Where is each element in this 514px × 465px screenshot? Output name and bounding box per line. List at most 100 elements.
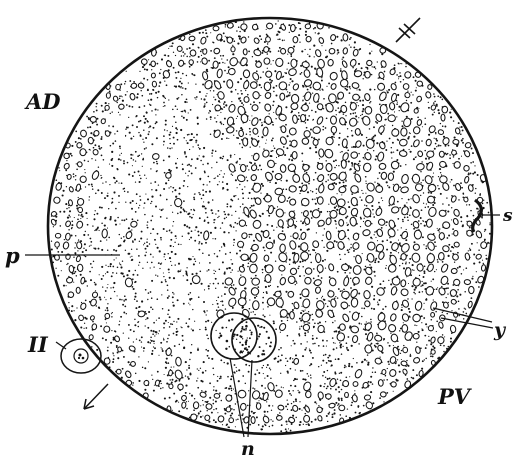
stipple-dot bbox=[136, 96, 139, 99]
stipple-dot bbox=[189, 282, 193, 285]
stipple-dot bbox=[277, 30, 280, 33]
yolk-granule bbox=[288, 416, 296, 424]
stipple-dot bbox=[163, 275, 165, 278]
stipple-dot bbox=[124, 305, 127, 308]
stipple-dot bbox=[189, 258, 192, 261]
stipple-dot bbox=[434, 131, 437, 134]
yolk-granule bbox=[416, 163, 425, 171]
stipple-dot bbox=[235, 230, 237, 232]
yolk-granule bbox=[150, 72, 156, 79]
yolk-granule bbox=[427, 263, 434, 272]
stipple-dot bbox=[370, 236, 373, 239]
yolk-granule bbox=[388, 324, 397, 333]
stipple-dot bbox=[334, 342, 336, 344]
stipple-dot bbox=[450, 108, 452, 110]
stipple-dot bbox=[446, 197, 448, 199]
stipple-dot bbox=[430, 191, 433, 194]
stipple-dot bbox=[413, 135, 416, 138]
stipple-dot bbox=[163, 339, 165, 341]
stipple-dot bbox=[172, 225, 174, 227]
yolk-granule bbox=[400, 360, 408, 367]
yolk-granule bbox=[304, 91, 312, 102]
stipple-dot bbox=[426, 344, 428, 346]
yolk-granule bbox=[413, 357, 421, 364]
yolk-granule bbox=[266, 22, 274, 30]
stipple-dot bbox=[237, 198, 240, 200]
stipple-dot bbox=[213, 219, 215, 221]
stipple-dot bbox=[337, 403, 340, 405]
stipple-dot bbox=[204, 326, 207, 329]
stipple-dot bbox=[183, 200, 185, 202]
yolk-granule bbox=[353, 70, 363, 78]
stipple-dot bbox=[195, 142, 197, 144]
yolk-granule bbox=[313, 279, 322, 287]
stipple-dot bbox=[60, 270, 62, 272]
stipple-dot bbox=[121, 299, 123, 301]
stipple-dot bbox=[74, 242, 77, 244]
stipple-dot bbox=[261, 271, 264, 274]
stipple-dot bbox=[174, 71, 177, 74]
stipple-dot bbox=[445, 287, 448, 290]
stipple-dot bbox=[202, 183, 205, 186]
stipple-dot bbox=[172, 136, 175, 139]
stipple-dot bbox=[87, 160, 89, 163]
yolk-granule bbox=[463, 164, 470, 172]
stipple-dot bbox=[231, 214, 233, 216]
yolk-granule bbox=[350, 207, 359, 217]
stipple-dot bbox=[334, 166, 336, 169]
yolk-granule bbox=[289, 267, 298, 276]
stipple-dot bbox=[143, 115, 145, 118]
stipple-dot bbox=[311, 313, 314, 316]
stipple-dot bbox=[105, 299, 107, 301]
stipple-dot bbox=[269, 181, 271, 183]
stipple-dot bbox=[398, 109, 400, 112]
yolk-granule bbox=[317, 324, 325, 334]
yolk-granule bbox=[425, 138, 432, 147]
stipple-dot bbox=[169, 147, 171, 150]
yolk-granule bbox=[351, 311, 360, 321]
stipple-dot bbox=[305, 126, 308, 129]
stipple-dot bbox=[400, 63, 402, 65]
stipple-dot bbox=[270, 150, 273, 153]
stipple-dot bbox=[149, 253, 152, 256]
stipple-dot bbox=[326, 377, 329, 380]
stipple-dot bbox=[286, 316, 289, 319]
stipple-dot bbox=[268, 237, 271, 240]
stipple-dot bbox=[401, 63, 403, 65]
stipple-dot bbox=[195, 83, 197, 85]
stipple-dot bbox=[247, 36, 250, 38]
yolk-granule bbox=[341, 138, 348, 149]
stipple-dot bbox=[298, 334, 301, 337]
stipple-dot bbox=[172, 301, 174, 304]
stipple-dot bbox=[484, 228, 487, 231]
stipple-dot bbox=[223, 40, 226, 43]
stipple-dot bbox=[108, 236, 111, 239]
stipple-dot bbox=[77, 214, 80, 216]
stipple-dot bbox=[413, 241, 416, 244]
stipple-dot bbox=[459, 126, 461, 128]
stipple-dot bbox=[141, 366, 144, 369]
stipple-dot bbox=[94, 159, 97, 161]
stipple-dot bbox=[90, 244, 92, 246]
stipple-dot bbox=[223, 80, 226, 83]
stipple-dot bbox=[300, 64, 303, 67]
yolk-granule bbox=[277, 233, 287, 241]
stipple-dot bbox=[163, 101, 165, 104]
stipple-dot bbox=[410, 101, 413, 104]
stipple-dot bbox=[273, 240, 275, 243]
stipple-dot bbox=[152, 89, 155, 91]
stipple-dot bbox=[249, 161, 251, 164]
stipple-dot bbox=[437, 261, 439, 263]
stipple-dot bbox=[144, 325, 146, 327]
yolk-granule bbox=[390, 83, 397, 91]
yolk-granule bbox=[88, 334, 94, 341]
stipple-dot bbox=[174, 189, 177, 192]
yolk-granule bbox=[364, 106, 373, 115]
stipple-dot bbox=[420, 315, 423, 318]
stipple-dot bbox=[187, 232, 190, 235]
stipple-dot bbox=[184, 100, 187, 104]
stipple-dot bbox=[381, 240, 384, 243]
stipple-dot bbox=[214, 421, 217, 424]
stipple-dot bbox=[109, 112, 112, 115]
